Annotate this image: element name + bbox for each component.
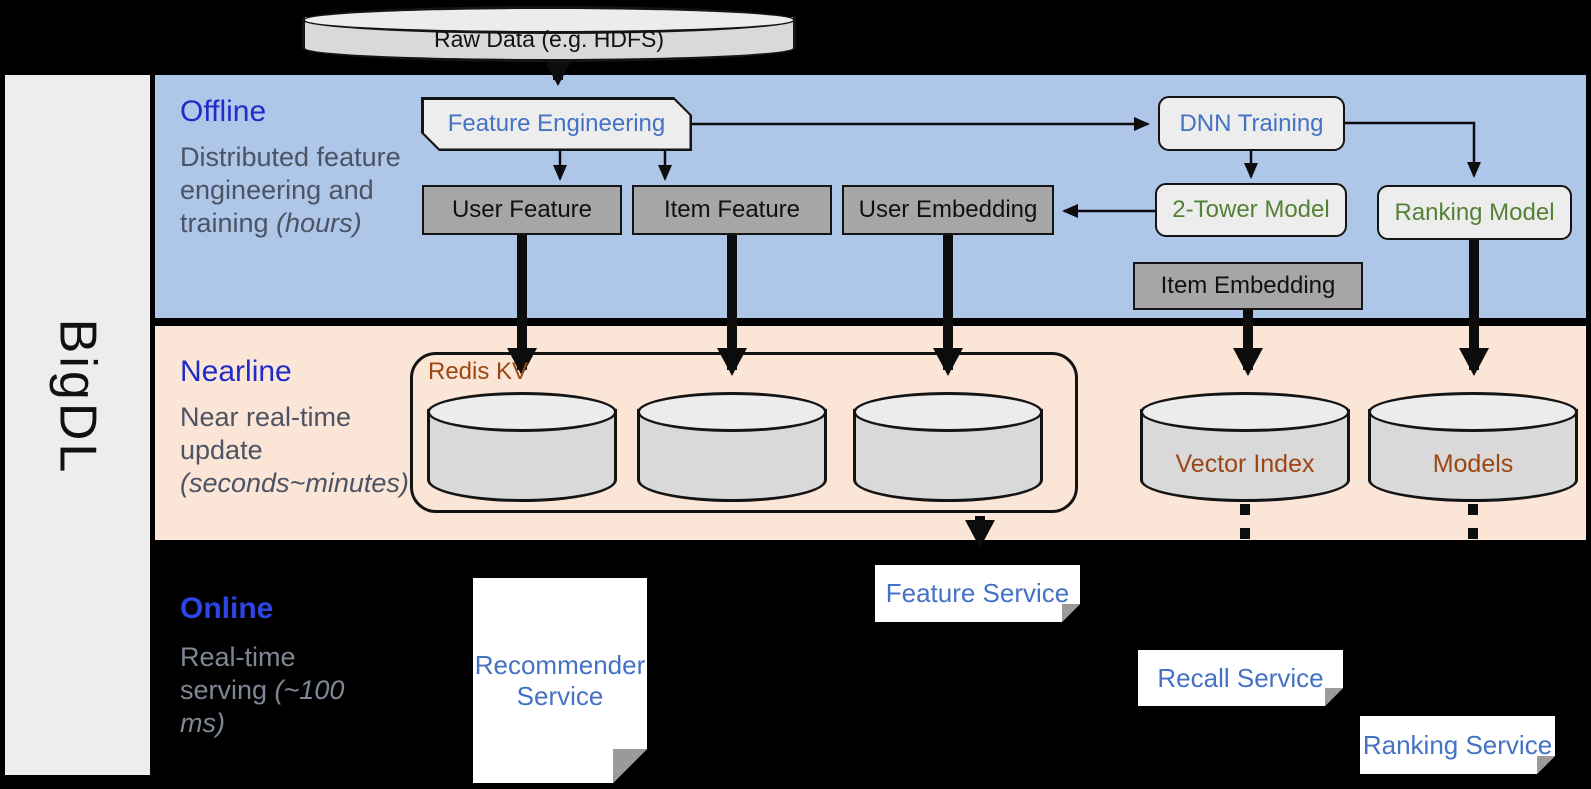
redis-shard-cylinder-3: [853, 392, 1043, 502]
bigdl-label: BigDL: [48, 318, 107, 476]
folded-corner: [1537, 756, 1555, 774]
feature-engineering-node: Feature Engineering: [421, 97, 692, 151]
offline-subtitle: Distributed feature engineering and trai…: [180, 141, 418, 240]
cylinder-lid: [1368, 392, 1578, 432]
recall-service-card: Recall Service: [1138, 650, 1343, 706]
bigdl-sidebar: BigDL: [5, 75, 150, 775]
redis-kv-label: Redis KV: [428, 358, 529, 385]
raw-data-store: Raw Data (e.g. HDFS): [302, 6, 796, 62]
nearline-title: Nearline: [180, 355, 292, 388]
ranking-model-label: Ranking Model: [1394, 198, 1555, 226]
recall-service-label: Recall Service: [1157, 662, 1324, 693]
online-title: Online: [180, 592, 274, 625]
offline-title: Offline: [180, 95, 267, 128]
user-embedding-label: User Embedding: [858, 196, 1038, 223]
ranking-model-node: Ranking Model: [1377, 185, 1572, 240]
ranking-service-card: Ranking Service: [1360, 716, 1555, 774]
folded-corner: [1325, 688, 1343, 706]
raw-data-label: Raw Data (e.g. HDFS): [433, 25, 665, 52]
online-subtitle: Real-time serving (~100 ms): [180, 641, 360, 740]
cylinder-lid: [302, 6, 796, 34]
folded-corner: [613, 749, 647, 783]
recommender-service-card: Recommender Service: [473, 578, 647, 783]
offline-subtitle-italic: (hours): [276, 207, 362, 238]
dnn-training-node: DNN Training: [1158, 96, 1345, 151]
item-embedding-node: Item Embedding: [1133, 262, 1363, 310]
feature-service-label: Feature Service: [885, 578, 1070, 608]
online-subtitle-text: Real-time serving: [180, 642, 296, 705]
ranking-service-label: Ranking Service: [1362, 729, 1553, 760]
nearline-subtitle-italic: (seconds~minutes): [180, 467, 409, 498]
user-feature-label: User Feature: [451, 196, 593, 223]
dnn-training-label: DNN Training: [1179, 109, 1324, 137]
online-subtitle-italic: (~100 ms): [180, 674, 345, 738]
item-feature-label: Item Feature: [663, 196, 801, 223]
cylinder-lid: [637, 392, 827, 432]
offline-subtitle-text: Distributed feature engineering and trai…: [180, 142, 401, 238]
recommender-service-label: Recommender Service: [474, 649, 646, 711]
cylinder-lid: [427, 392, 617, 432]
two-tower-model-label: 2-Tower Model: [1172, 196, 1330, 223]
user-feature-node: User Feature: [422, 185, 622, 235]
redis-shard-cylinder-1: [427, 392, 617, 502]
folded-corner: [1062, 604, 1080, 622]
two-tower-model-node: 2-Tower Model: [1155, 183, 1347, 237]
vector-index-store: Vector Index: [1140, 392, 1350, 502]
models-store: Models: [1368, 392, 1578, 502]
cylinder-lid: [853, 392, 1043, 432]
vector-index-label: Vector Index: [1175, 449, 1315, 478]
item-embedding-label: Item Embedding: [1160, 272, 1336, 299]
models-label: Models: [1432, 449, 1514, 478]
feature-engineering-label: Feature Engineering: [424, 100, 690, 149]
feature-service-card: Feature Service: [875, 565, 1080, 622]
cylinder-lid: [1140, 392, 1350, 432]
nearline-subtitle: Near real-time update (seconds~minutes): [180, 401, 438, 500]
user-embedding-node: User Embedding: [842, 185, 1054, 235]
nearline-subtitle-text: Near real-time update: [180, 402, 352, 465]
item-feature-node: Item Feature: [632, 185, 832, 235]
redis-shard-cylinder-2: [637, 392, 827, 502]
